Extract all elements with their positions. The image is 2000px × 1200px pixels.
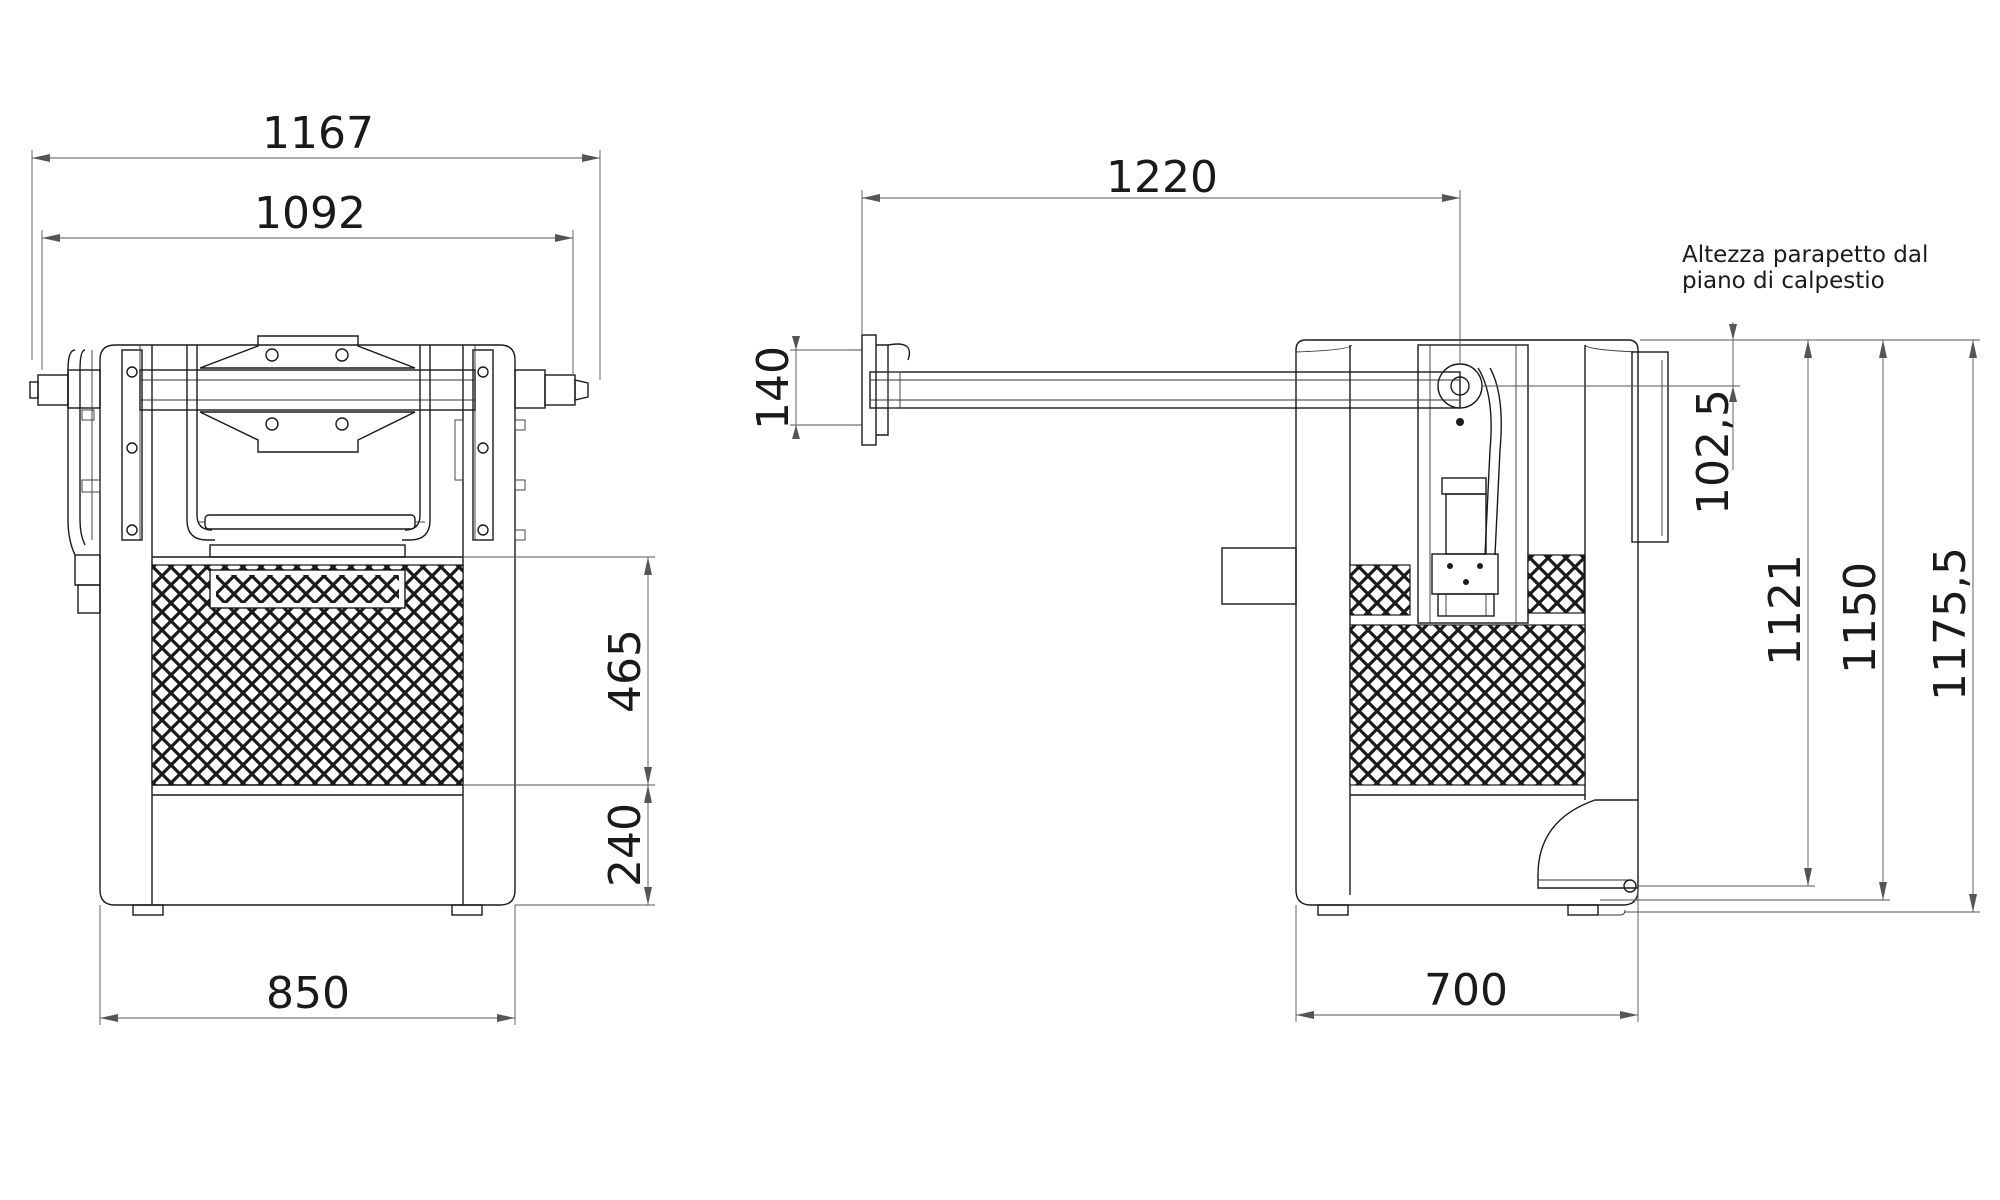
side-view-dimensions: 1220 140 Altezza parapetto dal piano di … [748,152,1980,1022]
dim-overall-width: 1167 [262,108,374,159]
dim-top-offset: 102,5 [1688,389,1739,515]
dim-arm-plate: 140 [748,346,799,430]
dim-mesh-height: 465 [600,629,651,713]
side-view [850,334,1669,916]
dim-depth: 700 [1424,965,1508,1016]
dim-width-between: 1092 [254,188,366,239]
front-view-dimensions: 1167 1092 465 240 850 [31,108,655,1025]
front-view [29,335,589,916]
dim-height-1: 1121 [1760,554,1811,666]
dim-base-height: 240 [600,803,651,887]
dim-arm-length: 1220 [1106,152,1218,203]
note-line-1: Altezza parapetto dal [1682,242,1928,268]
dim-height-3: 1175,5 [1925,547,1976,701]
note-line-2: piano di calpestio [1682,268,1885,294]
dim-height-2: 1150 [1835,562,1886,674]
dim-base-width: 850 [266,968,350,1019]
